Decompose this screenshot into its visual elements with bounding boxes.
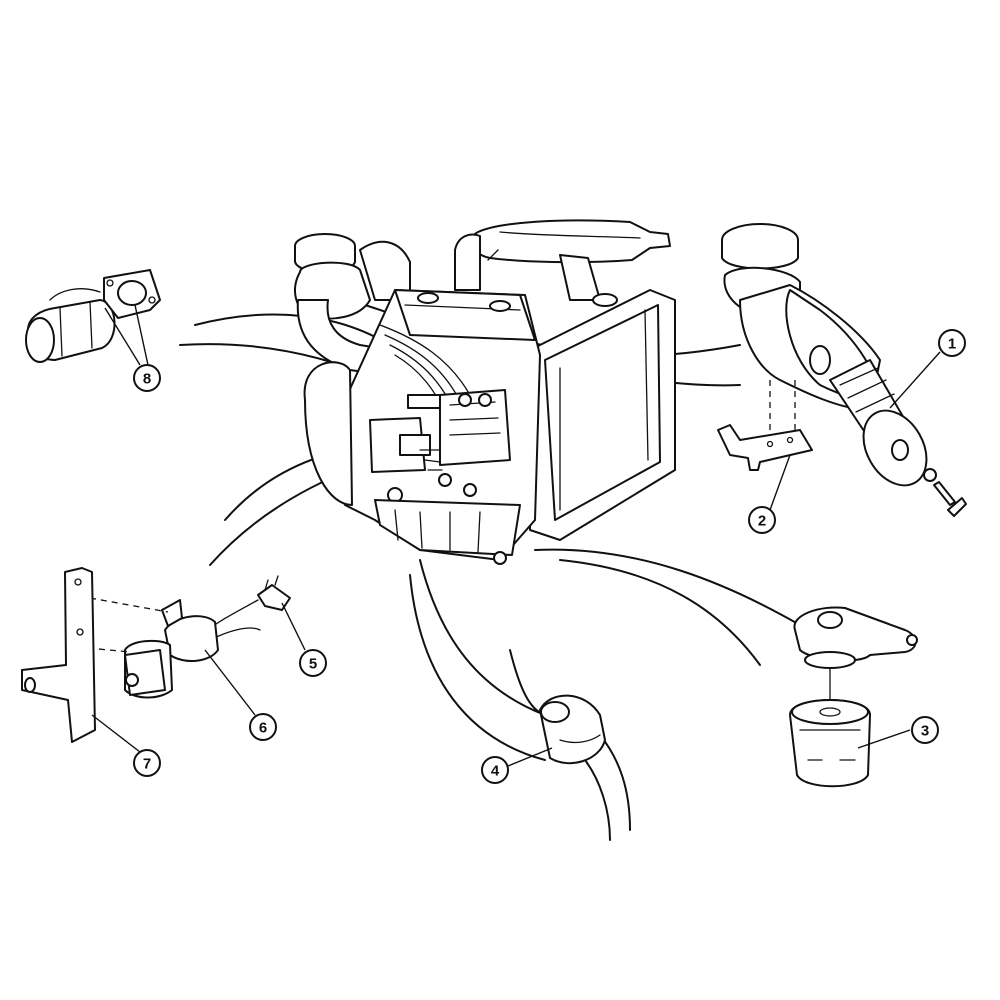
part-3-oil-filter	[789, 606, 918, 788]
part-4-fuel-filter	[539, 694, 606, 765]
callout-label: 6	[259, 720, 267, 737]
leader-lines	[91, 304, 941, 767]
callout-7: 7	[133, 749, 161, 777]
callout-5: 5	[299, 649, 327, 677]
callout-3: 3	[911, 716, 939, 744]
part-1-air-cleaner	[721, 223, 967, 517]
part-8-starter-gasket	[25, 269, 161, 363]
callout-label: 4	[491, 763, 500, 780]
part-5-connector	[257, 575, 291, 611]
callout-label: 8	[143, 371, 151, 388]
callout-8: 8	[133, 364, 161, 392]
callout-label: 5	[309, 656, 317, 673]
callout-label: 3	[921, 723, 929, 740]
callout-label: 2	[758, 513, 766, 530]
callout-label: 1	[948, 336, 956, 353]
callout-2: 2	[748, 506, 776, 534]
callout-label: 7	[143, 756, 151, 773]
part-2-bracket	[717, 380, 813, 471]
callout-4: 4	[481, 756, 509, 784]
part-6-stop-solenoid	[87, 597, 261, 699]
callout-1: 1	[938, 329, 966, 357]
part-7-mounting-plate	[21, 567, 96, 743]
callout-6: 6	[249, 713, 277, 741]
engine-assembly	[294, 219, 676, 565]
